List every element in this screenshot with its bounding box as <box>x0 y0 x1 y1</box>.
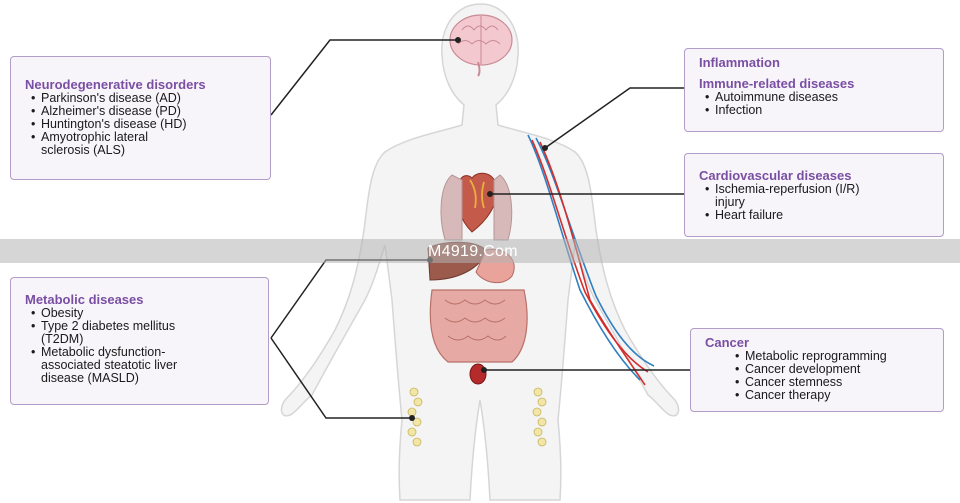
intestines-organ <box>429 289 528 363</box>
metabolic-box: Metabolic diseases Obesity Type 2 diabet… <box>10 277 269 405</box>
watermark-text: M4919.Com <box>428 243 518 260</box>
cancer-list: Metabolic reprogramming Cancer developme… <box>705 350 931 403</box>
list-item: Metabolic reprogramming <box>735 350 931 364</box>
metabolic-title: Metabolic diseases <box>25 292 144 307</box>
neurodegenerative-title: Neurodegenerative disorders <box>25 77 206 92</box>
list-item-continuation: injury <box>715 195 745 209</box>
list-item: Cancer stemness <box>735 376 931 390</box>
inflammation-list: Autoimmune diseases Infection <box>699 91 931 118</box>
list-item: Alzheimer's disease (PD) <box>31 105 258 119</box>
immune-related-subtitle: Immune-related diseases <box>699 76 855 91</box>
neurodegenerative-box: Neurodegenerative disorders Parkinson's … <box>10 56 271 180</box>
list-item: Cancer therapy <box>735 389 931 403</box>
cancer-box: Cancer Metabolic reprogramming Cancer de… <box>690 328 944 412</box>
metabolic-list: Obesity Type 2 diabetes mellitus (T2DM) … <box>25 307 256 385</box>
list-item-continuation: (T2DM) <box>41 332 84 346</box>
list-item: Autoimmune diseases <box>705 91 931 105</box>
blood-vessels <box>527 134 655 386</box>
cardiovascular-box: Cardiovascular diseases Ischemia-reperfu… <box>684 153 944 237</box>
list-item: Infection <box>705 104 931 118</box>
list-item: Heart failure <box>705 209 931 223</box>
list-item: Ischemia-reperfusion (I/R) <box>705 183 931 197</box>
adipose-tissue-right <box>532 387 547 447</box>
list-item: Type 2 diabetes mellitus <box>31 320 256 334</box>
list-item-continuation: associated steatotic liver <box>41 358 178 372</box>
connector-lines <box>270 39 690 419</box>
list-item: Obesity <box>31 307 256 321</box>
list-item-continuation: disease (MASLD) <box>41 371 139 385</box>
inflammation-title: Inflammation <box>699 55 780 70</box>
list-item: Amyotrophic lateral <box>31 131 258 145</box>
inflammation-box: Inflammation Immune-related diseases Aut… <box>684 48 944 132</box>
cardiovascular-title: Cardiovascular diseases <box>699 168 852 183</box>
adipose-tissue-left <box>407 387 423 447</box>
watermark-band <box>0 239 960 263</box>
lungs-organ <box>440 174 513 241</box>
neurodegenerative-list: Parkinson's disease (AD) Alzheimer's dis… <box>25 92 258 157</box>
list-item: Cancer development <box>735 363 931 377</box>
list-item: Metabolic dysfunction- <box>31 346 256 360</box>
list-item: Parkinson's disease (AD) <box>31 92 258 106</box>
list-item: Huntington's disease (HD) <box>31 118 258 132</box>
cancer-title: Cancer <box>705 335 750 350</box>
list-item-continuation: sclerosis (ALS) <box>41 143 126 157</box>
tumor-mark <box>469 363 487 385</box>
cardiovascular-list: Ischemia-reperfusion (I/R) injury Heart … <box>699 183 931 223</box>
